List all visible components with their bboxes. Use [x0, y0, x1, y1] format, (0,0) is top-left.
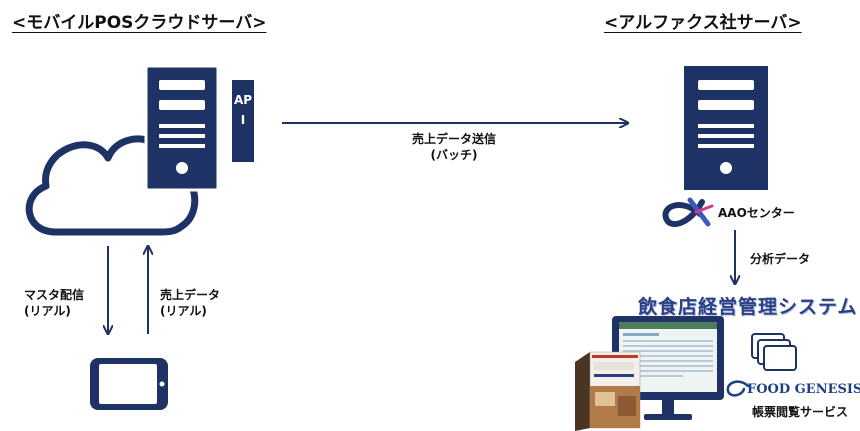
batch-transfer-label: 売上データ送信 (バッチ)	[404, 131, 504, 163]
master-delivery-line2: (リアル)	[24, 304, 71, 318]
aao-center-label: AAOセンター	[718, 206, 795, 220]
sales-data-line2: (リアル)	[160, 304, 207, 318]
analysis-data-label: 分析データ	[750, 252, 811, 266]
report-service-label: 帳票閲覧サービス	[752, 405, 849, 419]
batch-transfer-line2: (バッチ)	[430, 148, 478, 162]
right-server-title: <アルファクス社サーバ>	[604, 13, 802, 33]
sales-data-label: 売上データ (リアル)	[160, 287, 240, 319]
sales-data-line1: 売上データ	[160, 288, 221, 302]
tablet-icon	[90, 358, 168, 410]
product-box-icon	[575, 351, 641, 431]
cloud-server-icon	[144, 64, 220, 192]
alphax-logo-icon	[662, 197, 714, 228]
documents-icon	[751, 333, 797, 371]
master-delivery-label: マスタ配信 (リアル)	[24, 287, 100, 319]
food-genesis-name: FOOD GENESIS	[747, 382, 860, 397]
api-bar	[232, 80, 254, 162]
api-label: API	[233, 93, 253, 127]
left-server-title: <モバイルPOSクラウドサーバ>	[12, 13, 267, 33]
batch-transfer-line1: 売上データ送信	[411, 132, 496, 146]
aao-server-icon	[684, 66, 768, 190]
master-delivery-line1: マスタ配信	[24, 288, 85, 302]
food-genesis-logo-icon	[726, 380, 750, 397]
system-banner: 飲食店経営管理システム	[638, 296, 858, 318]
